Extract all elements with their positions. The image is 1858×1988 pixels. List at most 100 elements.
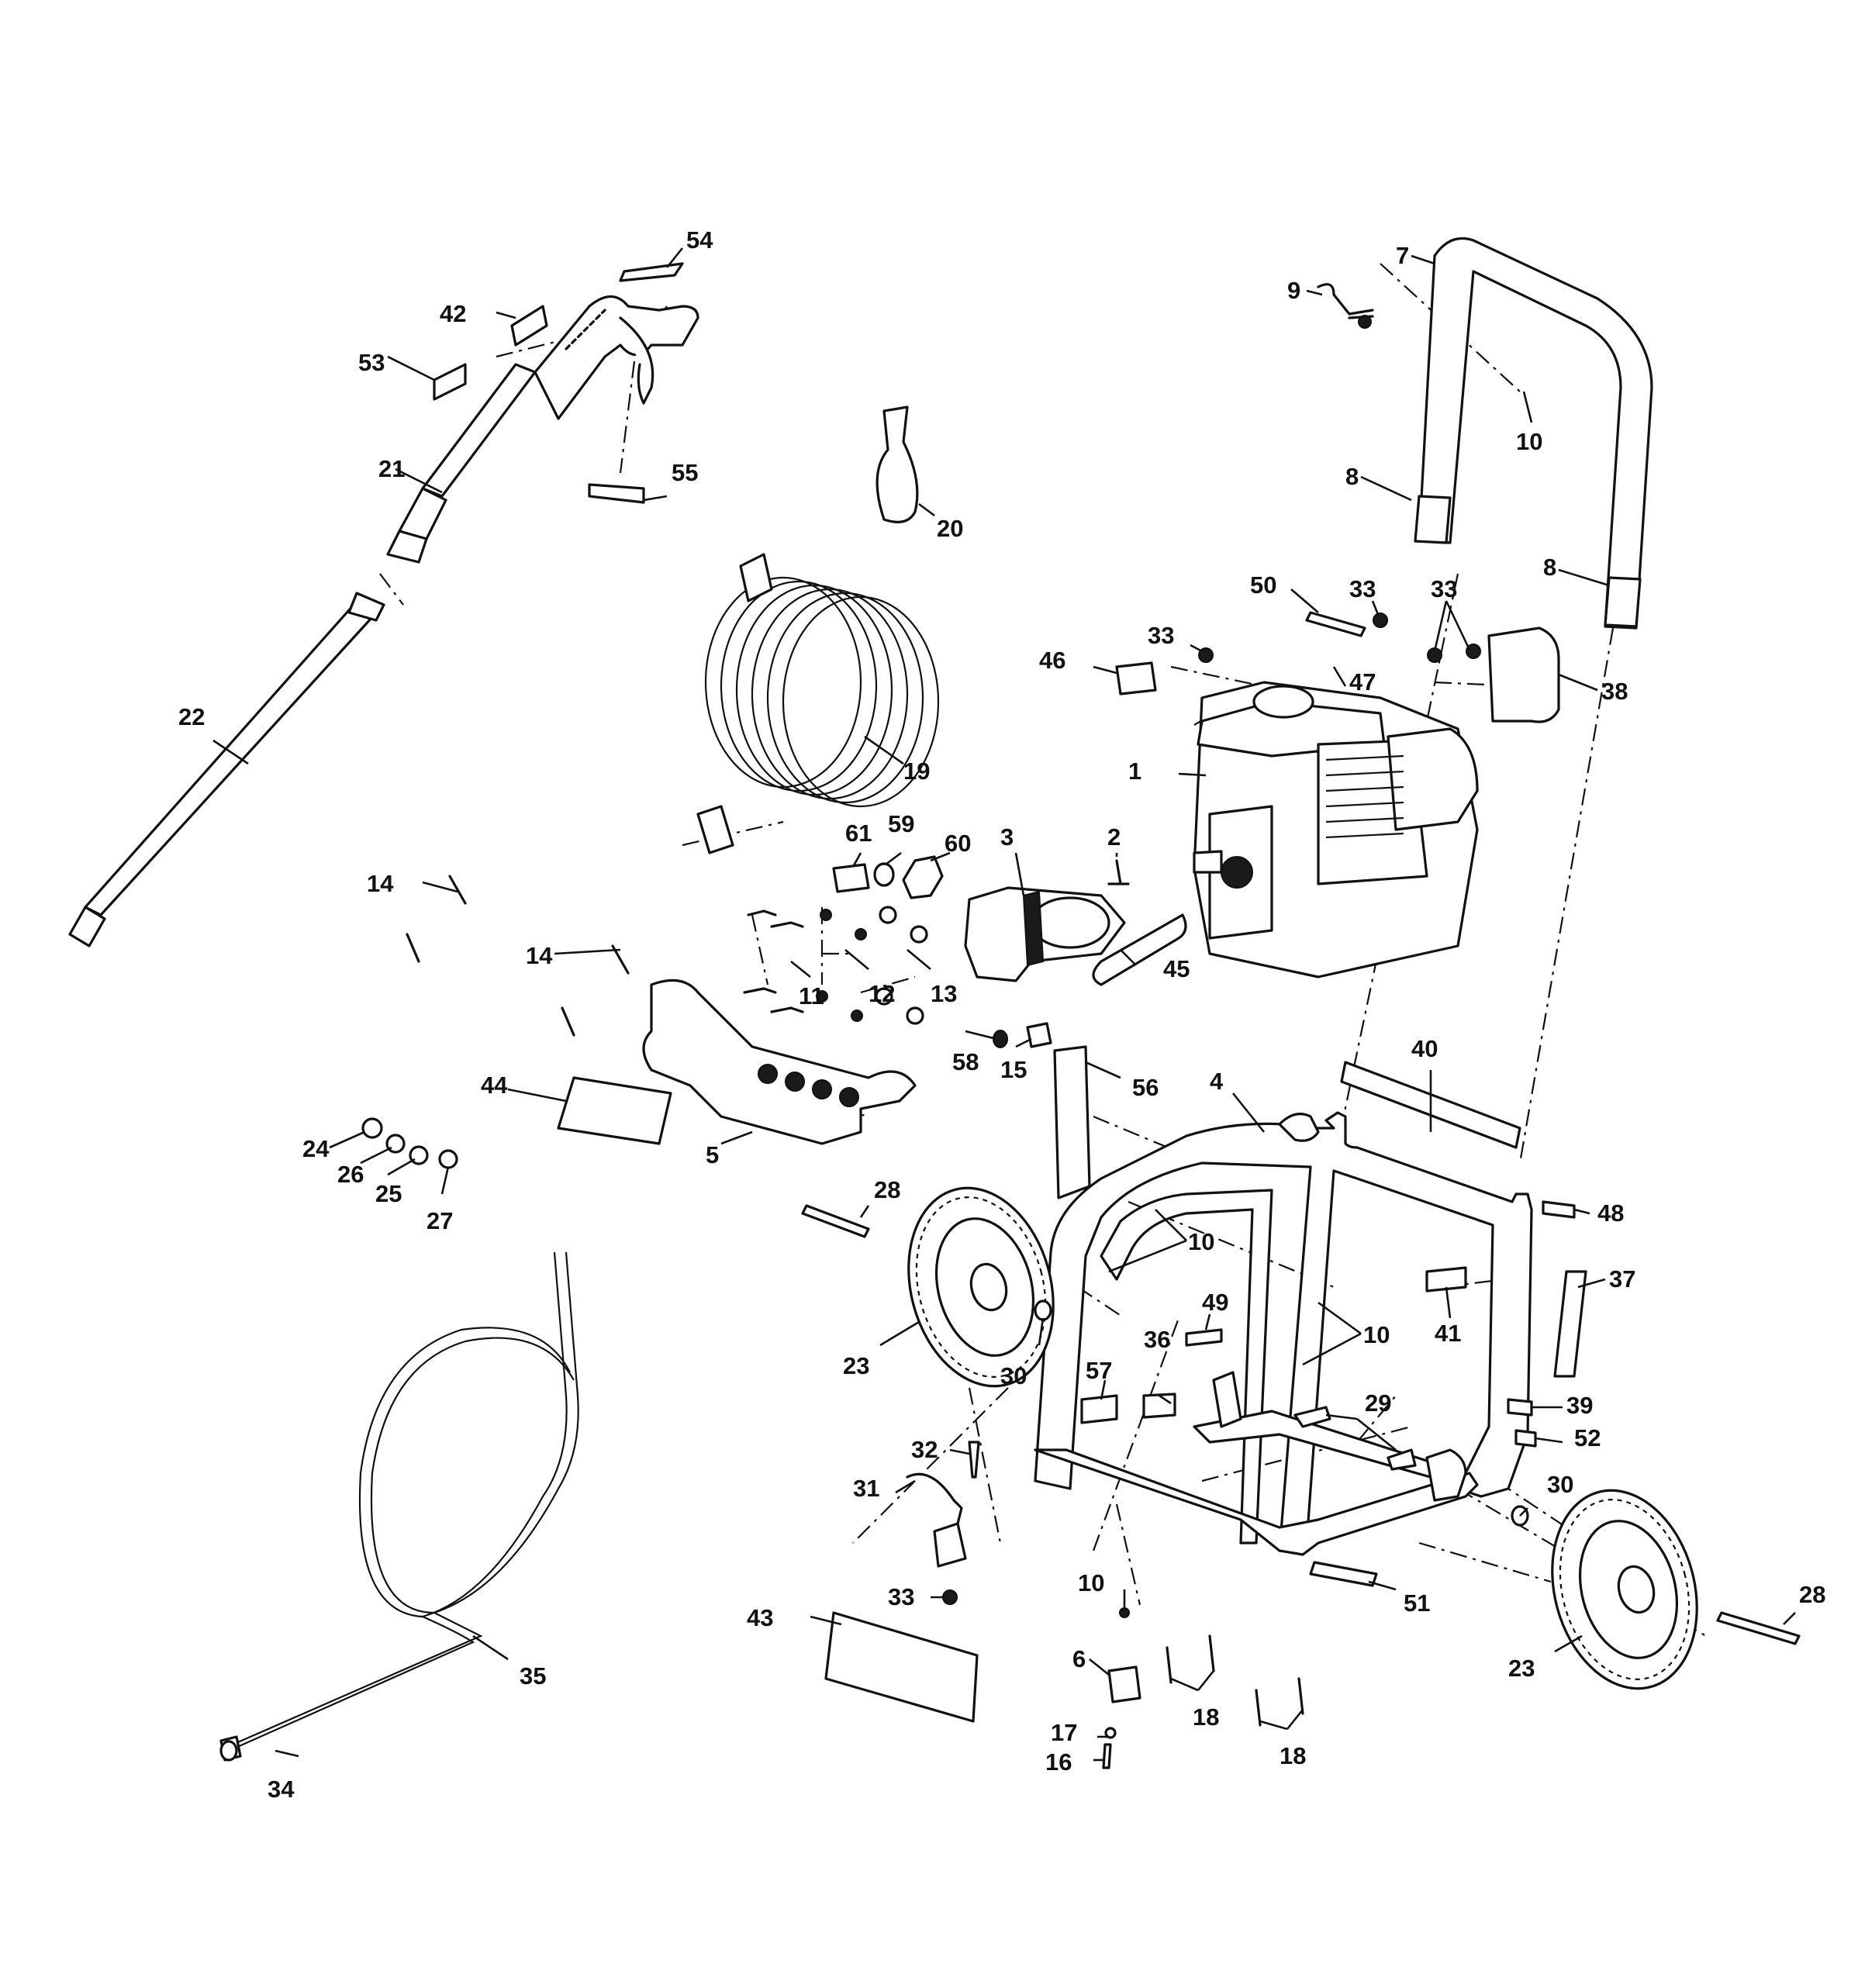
o-ring-59 — [873, 862, 895, 887]
bracket-29-b — [1387, 1448, 1417, 1471]
bolts-18-lower — [1255, 1677, 1304, 1727]
callout-52: 52 — [1574, 1424, 1601, 1451]
callout-33d: 33 — [888, 1583, 914, 1610]
callout-4: 4 — [1210, 1068, 1224, 1095]
washers-24-27 — [361, 1117, 458, 1169]
callout-24: 24 — [302, 1135, 330, 1162]
callout-10c: 10 — [1363, 1321, 1390, 1348]
callout-57: 57 — [1086, 1357, 1112, 1384]
nut-33-d — [1466, 644, 1481, 659]
callout-46: 46 — [1039, 647, 1065, 674]
callout-17: 17 — [1051, 1719, 1077, 1746]
high-pressure-hose-coil — [696, 553, 940, 854]
callout-40: 40 — [1411, 1035, 1438, 1062]
callout-32: 32 — [911, 1436, 938, 1463]
callout-8b: 8 — [1543, 554, 1556, 581]
callout-9: 9 — [1287, 277, 1300, 304]
label-54 — [619, 262, 684, 282]
decal-52 — [1514, 1429, 1537, 1448]
callout-49: 49 — [1202, 1289, 1228, 1316]
pin-2 — [1107, 859, 1130, 885]
callout-1: 1 — [1128, 758, 1141, 785]
caster-mount-31 — [906, 1472, 967, 1568]
callout-10d: 10 — [1078, 1569, 1104, 1596]
callout-50: 50 — [1250, 571, 1276, 599]
decal-39 — [1507, 1398, 1533, 1417]
label-42 — [510, 305, 548, 347]
wheel-left — [907, 1186, 1055, 1388]
decal-57 — [1080, 1394, 1118, 1424]
callout-33c: 33 — [1431, 575, 1457, 602]
callout-3: 3 — [1000, 823, 1014, 851]
label-55 — [588, 483, 645, 504]
callout-33a: 33 — [1148, 622, 1174, 649]
callout-30a: 30 — [1000, 1362, 1027, 1389]
callout-58: 58 — [952, 1048, 979, 1075]
callout-12: 12 — [869, 980, 895, 1007]
key-45 — [1092, 913, 1187, 986]
tube-37 — [1553, 1270, 1587, 1378]
bracket-29-a — [1293, 1406, 1331, 1428]
callout-5: 5 — [706, 1141, 719, 1168]
callout-23b: 23 — [1508, 1655, 1535, 1682]
decal-43 — [824, 1611, 979, 1723]
callout-33b: 33 — [1349, 575, 1376, 602]
callout-14b: 14 — [526, 942, 553, 969]
callout-54: 54 — [686, 226, 713, 254]
callout-42: 42 — [440, 300, 466, 327]
spray-wand — [68, 592, 385, 947]
callout-36: 36 — [1144, 1326, 1170, 1353]
callout-10b: 10 — [1188, 1228, 1214, 1255]
pump — [964, 886, 1126, 982]
callout-14a: 14 — [367, 870, 394, 897]
callout-18b: 18 — [1280, 1742, 1306, 1769]
bolts-18-upper — [1166, 1634, 1215, 1684]
plug-15 — [1026, 1022, 1052, 1048]
callout-61: 61 — [845, 820, 872, 847]
wheel-right — [1551, 1489, 1698, 1690]
label-46 — [1115, 661, 1157, 695]
callout-30b: 30 — [1547, 1471, 1573, 1498]
callout-18a: 18 — [1193, 1703, 1219, 1731]
callout-47: 47 — [1349, 668, 1376, 695]
washer-17 — [1104, 1727, 1117, 1739]
washer-30-left — [1034, 1299, 1052, 1321]
callout-28b: 28 — [1799, 1581, 1825, 1608]
callout-25: 25 — [375, 1180, 402, 1207]
callout-28a: 28 — [874, 1176, 900, 1203]
decal-49 — [1185, 1328, 1223, 1347]
callout-55: 55 — [672, 459, 698, 486]
callout-8a: 8 — [1345, 463, 1359, 490]
callout-43: 43 — [747, 1604, 773, 1631]
callout-10a: 10 — [1516, 428, 1542, 455]
callout-59: 59 — [888, 810, 914, 837]
garden-hose — [219, 1251, 579, 1762]
callout-34: 34 — [268, 1776, 295, 1803]
callout-22: 22 — [178, 703, 205, 730]
callout-6: 6 — [1072, 1645, 1086, 1672]
callout-29: 29 — [1365, 1389, 1391, 1417]
decal-56 — [1053, 1045, 1091, 1199]
spray-gun — [386, 295, 699, 564]
callout-51: 51 — [1404, 1589, 1430, 1617]
handle-bolt-9-nut — [1358, 315, 1372, 329]
callout-2: 2 — [1107, 823, 1121, 851]
axle-28-right — [1716, 1611, 1801, 1645]
callout-60: 60 — [945, 830, 971, 857]
callout-23a: 23 — [843, 1352, 869, 1379]
pin-14-upper — [406, 875, 467, 963]
bolt-32 — [968, 1441, 980, 1479]
callout-11: 11 — [799, 982, 824, 1010]
nut-10-bottom — [1119, 1607, 1130, 1618]
axle-28-left — [801, 1204, 870, 1238]
decal-41 — [1425, 1266, 1467, 1293]
callout-26: 26 — [337, 1161, 364, 1188]
foot-6 — [1107, 1665, 1141, 1703]
callout-20: 20 — [937, 515, 963, 542]
pin-14-lower — [561, 944, 630, 1037]
callout-41: 41 — [1435, 1320, 1461, 1347]
callout-27: 27 — [427, 1207, 453, 1234]
decal-36 — [1142, 1393, 1176, 1419]
frame — [1034, 1111, 1533, 1556]
